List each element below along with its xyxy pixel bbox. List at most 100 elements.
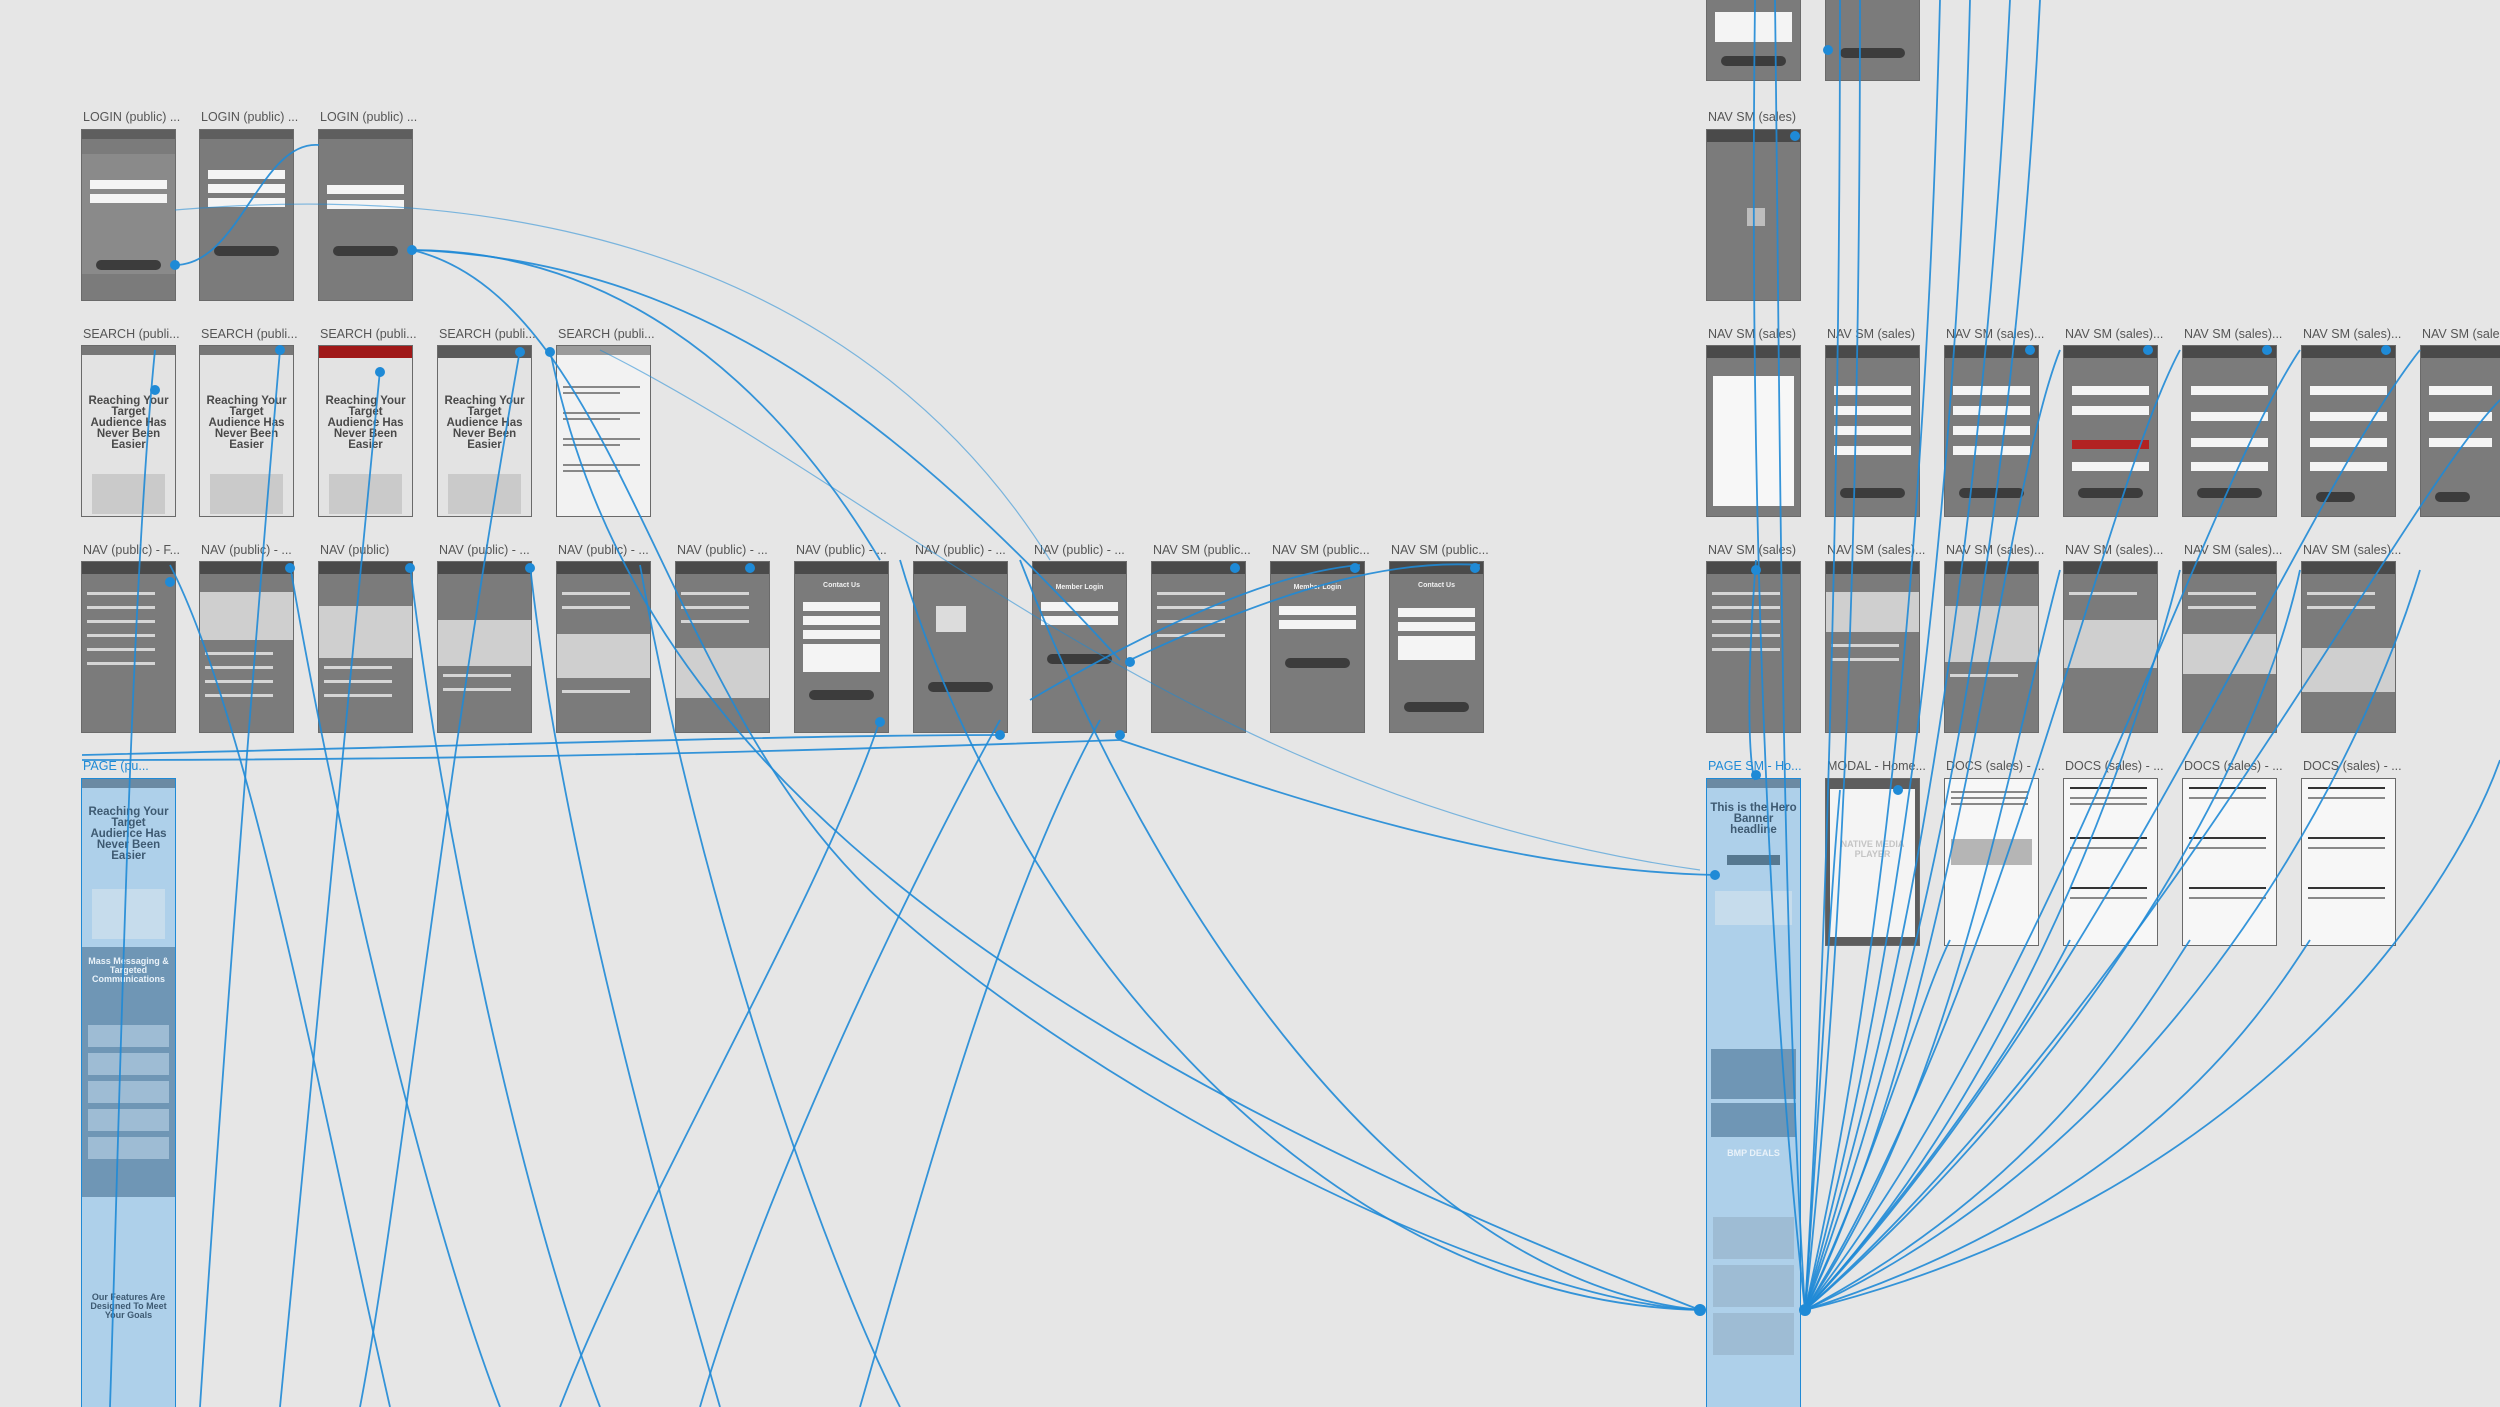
artboard-label[interactable]: NAV SM (sales)... (2065, 543, 2164, 557)
button[interactable] (2197, 488, 2262, 498)
artboard-docs-3[interactable] (2183, 779, 2276, 945)
artboard-page-sm[interactable]: This is the Hero Banner headline BMP DEA… (1707, 779, 1800, 1407)
artboard-sales-r2-5[interactable] (2183, 562, 2276, 732)
artboard-sales-r1-2[interactable] (1826, 346, 1919, 516)
artboard-nav-6[interactable] (676, 562, 769, 732)
artboard-label[interactable]: DOCS (sales) - ... (2065, 759, 2164, 773)
artboard-label[interactable]: NAV SM (sales) (1708, 327, 1796, 341)
artboard-sales-r2-1[interactable] (1707, 562, 1800, 732)
video-placeholder[interactable] (92, 889, 165, 939)
link-handle[interactable] (1799, 1304, 1811, 1316)
artboard-label[interactable]: NAV (public) (320, 543, 390, 557)
artboard-label[interactable]: NAV SM (sales)... (2422, 327, 2500, 341)
artboard-navsm-1[interactable] (1152, 562, 1245, 732)
artboard-label[interactable]: NAV SM (sales) (1708, 110, 1796, 124)
artboard-nav-1[interactable] (82, 562, 175, 732)
artboard-login-3[interactable] (319, 130, 412, 300)
button[interactable] (2316, 492, 2355, 502)
artboard-label[interactable]: NAV SM (sales)... (2184, 327, 2283, 341)
artboard-login-2[interactable] (200, 130, 293, 300)
artboard-label[interactable]: NAV (public) - ... (915, 543, 1006, 557)
artboard-label[interactable]: DOCS (sales) - ... (1946, 759, 2045, 773)
artboard-label[interactable]: NAV SM (public... (1391, 543, 1489, 557)
artboard-label[interactable]: NAV SM (sales)... (2065, 327, 2164, 341)
artboard-top-2[interactable] (1826, 0, 1919, 80)
button[interactable] (1959, 488, 2024, 498)
artboard-label[interactable]: SEARCH (publi... (201, 327, 298, 341)
artboard-label[interactable]: NAV SM (public... (1153, 543, 1251, 557)
artboard-top-1[interactable] (1707, 0, 1800, 80)
artboard-label[interactable]: NAV SM (sales) (1827, 327, 1915, 341)
artboard-label[interactable]: NAV (public) - ... (677, 543, 768, 557)
artboard-label[interactable]: SEARCH (publi... (83, 327, 180, 341)
artboard-label[interactable]: NAV (public) - ... (796, 543, 887, 557)
button[interactable] (1721, 56, 1786, 66)
artboard-label[interactable]: NAV SM (sales)... (1946, 327, 2045, 341)
login-button[interactable] (333, 246, 398, 256)
link-handle[interactable] (545, 347, 555, 357)
artboard-search-3[interactable]: Reaching Your Target Audience Has Never … (319, 346, 412, 516)
artboard-label[interactable]: NAV (public) - F... (83, 543, 181, 557)
artboard-navsm-3[interactable]: Contact Us (1390, 562, 1483, 732)
artboard-navsm-2[interactable]: Member Login (1271, 562, 1364, 732)
artboard-sales-r1-4[interactable] (2064, 346, 2157, 516)
artboard-sales-r1-3[interactable] (1945, 346, 2038, 516)
send-button[interactable] (809, 690, 874, 700)
artboard-label[interactable]: SEARCH (publi... (439, 327, 536, 341)
artboard-nav-5[interactable] (557, 562, 650, 732)
artboard-nav-9[interactable]: Member Login (1033, 562, 1126, 732)
artboard-nav-2[interactable] (200, 562, 293, 732)
artboard-label[interactable]: NAV (public) - ... (558, 543, 649, 557)
artboard-docs-2[interactable] (2064, 779, 2157, 945)
artboard-label[interactable]: MODAL - Home... (1827, 759, 1926, 773)
artboard-search-5[interactable] (557, 346, 650, 516)
artboard-label[interactable]: LOGIN (public) ... (320, 110, 418, 124)
artboard-label[interactable]: NAV SM (public... (1272, 543, 1370, 557)
artboard-sales-r1-6[interactable] (2302, 346, 2395, 516)
register-button[interactable] (214, 246, 279, 256)
link-handle[interactable] (1125, 657, 1135, 667)
artboard-modal[interactable]: NATIVE MEDIA PLAYER (1826, 779, 1919, 945)
button[interactable] (1840, 48, 1905, 58)
artboard-nav-8[interactable] (914, 562, 1007, 732)
login-button[interactable] (1047, 654, 1112, 664)
artboard-nav-7[interactable]: Contact Us (795, 562, 888, 732)
artboard-nav-4[interactable] (438, 562, 531, 732)
artboard-docs-4[interactable] (2302, 779, 2395, 945)
artboard-label[interactable]: LOGIN (public) ... (201, 110, 299, 124)
artboard-sales-top[interactable] (1707, 130, 1800, 300)
artboard-search-1[interactable]: Reaching Your Target Audience Has Never … (82, 346, 175, 516)
artboard-label[interactable]: PAGE (pu... (83, 759, 149, 773)
artboard-page-1[interactable]: Reaching Your Target Audience Has Never … (82, 779, 175, 1407)
button[interactable] (1840, 488, 1905, 498)
artboard-sales-r2-2[interactable] (1826, 562, 1919, 732)
artboard-label[interactable]: NAV (public) - ... (201, 543, 292, 557)
artboard-label[interactable]: NAV (public) - ... (1034, 543, 1125, 557)
artboard-search-4[interactable]: Reaching Your Target Audience Has Never … (438, 346, 531, 516)
artboard-login-1[interactable] (82, 130, 175, 300)
native-media-player[interactable]: NATIVE MEDIA PLAYER (1840, 839, 1905, 859)
artboard-docs-1[interactable] (1945, 779, 2038, 945)
artboard-label[interactable]: DOCS (sales) - ... (2184, 759, 2283, 773)
artboard-label[interactable]: NAV (public) - ... (439, 543, 530, 557)
artboard-search-2[interactable]: Reaching Your Target Audience Has Never … (200, 346, 293, 516)
artboard-sales-r2-6[interactable] (2302, 562, 2395, 732)
artboard-label[interactable]: LOGIN (public) ... (83, 110, 181, 124)
artboard-label[interactable]: NAV SM (sales) (1708, 543, 1796, 557)
video-placeholder[interactable] (1715, 891, 1792, 925)
artboard-sales-r1-1[interactable] (1707, 346, 1800, 516)
artboard-label[interactable]: NAV SM (sales)... (1827, 543, 1926, 557)
link-handle[interactable] (1694, 1304, 1706, 1316)
artboard-label[interactable]: NAV SM (sales)... (2303, 327, 2402, 341)
artboard-nav-3[interactable] (319, 562, 412, 732)
login-button[interactable] (1285, 658, 1350, 668)
button[interactable] (2078, 488, 2143, 498)
login-button[interactable] (96, 260, 161, 270)
artboard-label[interactable]: SEARCH (publi... (558, 327, 655, 341)
artboard-label[interactable]: NAV SM (sales)... (1946, 543, 2045, 557)
artboard-label[interactable]: SEARCH (publi... (320, 327, 417, 341)
artboard-sales-r1-7[interactable] (2421, 346, 2500, 516)
artboard-label[interactable]: DOCS (sales) - ... (2303, 759, 2402, 773)
artboard-label[interactable]: NAV SM (sales)... (2184, 543, 2283, 557)
